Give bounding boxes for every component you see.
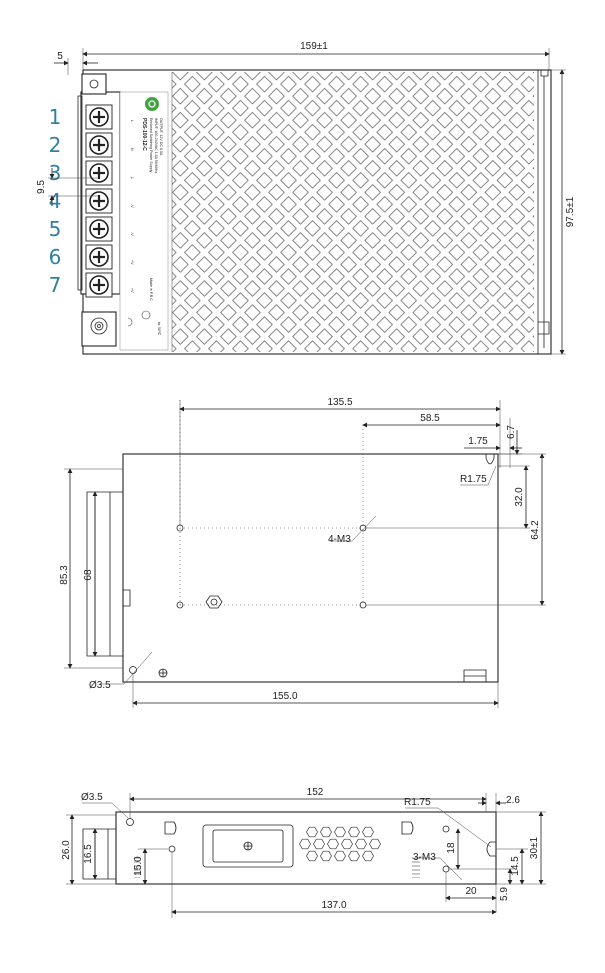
dim-terminal-offset: 5 <box>57 51 63 62</box>
terminal-screws <box>85 104 113 298</box>
vent-hole <box>362 850 374 862</box>
dim-152: 152 <box>307 787 324 798</box>
terminal-number-4: 4 <box>49 189 62 213</box>
vent-hole <box>362 826 374 838</box>
brand-logo-icon <box>145 97 159 111</box>
terminal-number-7: 7 <box>49 273 62 297</box>
dim-r175-side: R1.75 <box>404 797 431 808</box>
dim-32: 32.0 <box>514 487 525 507</box>
dim-pitch: 9.5 <box>36 180 47 194</box>
label-ta: ta: 50℃ <box>157 322 161 336</box>
bottom-enclosure <box>122 453 499 683</box>
terminal-label-n: N <box>130 148 134 151</box>
dim-r175-bottom: R1.75 <box>460 474 487 485</box>
terminal-screw-icon <box>85 160 113 186</box>
vent-hole <box>299 838 311 850</box>
label-input: INPUT: 100-240VAC 1.5A 50/60Hz <box>154 118 158 173</box>
label-origin: Made in P.R.C <box>149 278 153 301</box>
vent-hole <box>348 850 360 862</box>
ventilation-mesh <box>172 72 534 352</box>
dim-3-m3: 3-M3 <box>413 852 436 863</box>
dim-1-75: 1.75 <box>468 436 488 447</box>
dim-2-6: 2.6 <box>506 795 520 806</box>
dim-16-5: 16.5 <box>83 844 94 864</box>
terminal-number-6: 6 <box>49 245 62 269</box>
terminal-screw-icon <box>85 188 113 214</box>
product-label: L N ⏚ -V -V +V +V PDS-100-12-C Enclosed … <box>119 91 169 351</box>
terminal-numbers: 1 2 3 4 5 6 7 <box>49 105 62 297</box>
hex-vent <box>299 826 381 862</box>
dim-30: 30±1 <box>529 836 540 859</box>
terminal-label-plus-v2: +V <box>130 288 134 293</box>
terminal-screw-icon <box>85 132 113 158</box>
vent-hole <box>320 850 332 862</box>
terminal-label-plus-v1: +V <box>130 260 134 265</box>
terminal-number-5: 5 <box>49 217 62 241</box>
terminal-screw-icon <box>85 244 113 270</box>
label-output: OUTPUT: 12V DC 8.5A <box>159 118 163 156</box>
dim-4-m3: 4-M3 <box>328 534 351 545</box>
dim-20: 20 <box>465 886 477 897</box>
dim-15: 15.0 <box>133 856 144 876</box>
terminal-label-l: L <box>130 120 134 122</box>
dim-137: 137.0 <box>321 900 346 911</box>
pitch-dimension: 9.5 <box>36 168 98 206</box>
terminal-label-ground: ⏚ <box>130 176 135 180</box>
vent-hole <box>334 850 346 862</box>
label-model: PDS-100-12-C <box>141 118 147 151</box>
vent-hole <box>341 838 353 850</box>
dim-85-3: 85.3 <box>59 565 70 585</box>
terminal-label-minus-v1: -V <box>130 204 134 208</box>
vent-hole <box>327 838 339 850</box>
dim-6-7: 6.7 <box>506 425 517 439</box>
vent-hole <box>306 826 318 838</box>
side-view: 152 Ø3.5 R1.75 2.6 26.0 16.5 15.0 3-M3 1… <box>61 787 546 918</box>
dim-26: 26.0 <box>61 840 72 860</box>
dim-length: 159±1 <box>300 41 328 52</box>
dim-14-5: 14.5 <box>510 856 521 876</box>
vent-hole <box>348 826 360 838</box>
dim-hole-dia-bottom: Ø3.5 <box>89 680 111 691</box>
vent-hole <box>320 826 332 838</box>
bottom-view: 135.5 58.5 1.75 6.7 R1.75 32.0 64.2 4-M3 <box>59 397 546 708</box>
vent-hole <box>306 850 318 862</box>
terminal-number-2: 2 <box>49 133 62 157</box>
terminal-screw-icon <box>85 216 113 242</box>
dim-58-5: 58.5 <box>420 413 440 424</box>
dim-width: 97.5±1 <box>565 196 576 227</box>
dim-hole-dia-side: Ø3.5 <box>81 792 103 803</box>
dim-155: 155.0 <box>272 691 297 702</box>
side-enclosure <box>115 811 497 885</box>
terminal-number-1: 1 <box>49 105 62 129</box>
vent-hole <box>313 838 325 850</box>
warning-icon <box>127 317 133 327</box>
dim-5-9: 5.9 <box>499 887 510 901</box>
terminal-number-3: 3 <box>49 161 62 185</box>
vent-hole <box>369 838 381 850</box>
ce-mark-icon <box>141 310 151 320</box>
dim-18: 18 <box>446 842 457 854</box>
terminal-label-minus-v2: -V <box>130 232 134 236</box>
terminal-screw-icon <box>85 104 113 130</box>
hex-nut-icon <box>205 595 223 609</box>
dim-68: 68 <box>83 569 94 581</box>
label-type: Enclosed Switching Power Supply <box>149 118 153 173</box>
dim-135-5: 135.5 <box>327 397 352 408</box>
dim-64-2: 64.2 <box>530 520 541 540</box>
terminal-screw-icon <box>85 272 113 298</box>
vent-hole <box>334 826 346 838</box>
vent-hole <box>355 838 367 850</box>
